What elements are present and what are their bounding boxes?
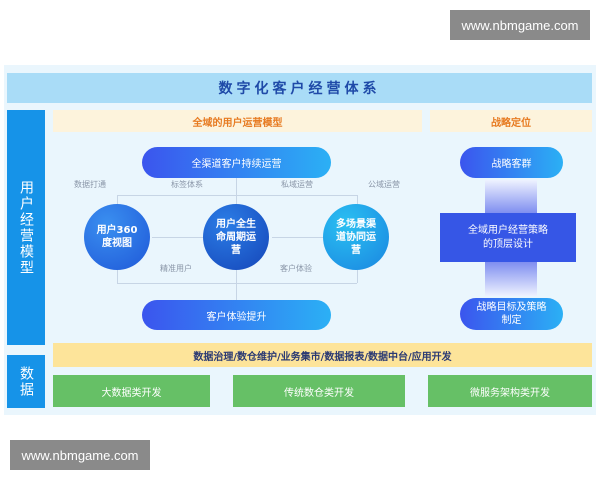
- circle-360-view: 用户360度视图: [84, 204, 150, 270]
- arrow-middle-right: [272, 237, 324, 238]
- box-bigdata: 大数据类开发: [53, 375, 210, 407]
- data-services-bar: 数据治理/数仓维护/业务集市/数据报表/数据中台/应用开发: [53, 343, 592, 367]
- connector-top: [117, 195, 357, 196]
- diagram-title: 数字化客户经营体系: [7, 73, 592, 103]
- pill-strategic-group: 战略客群: [460, 147, 563, 178]
- circle-multichannel: 多场景渠道协同运营: [323, 204, 389, 270]
- label-tag: 标签体系: [171, 179, 203, 189]
- watermark-top: www.nbmgame.com: [450, 10, 590, 40]
- arrow-left-middle: [152, 237, 204, 238]
- connector-top-left: [117, 195, 118, 205]
- label-public: 公域运营: [368, 179, 400, 189]
- strategy-design-box: 全域用户经营策略的顶层设计: [440, 213, 576, 262]
- model-header: 全域的用户运营模型: [53, 110, 422, 132]
- box-traditional-dw: 传统数仓类开发: [233, 375, 405, 407]
- side-label-model: 用户经营模型: [7, 110, 45, 345]
- funnel-top: [485, 180, 537, 213]
- pill-omnichannel: 全渠道客户持续运营: [142, 147, 331, 178]
- box-microservice: 微服务架构类开发: [428, 375, 592, 407]
- label-data: 数据打通: [74, 179, 106, 189]
- side-label-data: 数据: [7, 355, 45, 408]
- connector-bottom-left: [117, 268, 118, 283]
- connector-top-right: [357, 195, 358, 205]
- strategy-header: 战略定位: [430, 110, 592, 132]
- label-cx: 客户体验: [280, 263, 312, 273]
- circle-lifecycle: 用户全生命周期运营: [203, 204, 269, 270]
- connector-bottom: [117, 283, 357, 284]
- watermark-bottom: www.nbmgame.com: [10, 440, 150, 470]
- pill-experience: 客户体验提升: [142, 300, 331, 330]
- pill-strategy-goals: 战略目标及策略制定: [460, 298, 563, 330]
- label-precise: 精准用户: [160, 263, 192, 273]
- label-private: 私域运营: [281, 179, 313, 189]
- connector-bottom-right: [357, 268, 358, 283]
- funnel-bottom: [485, 262, 537, 296]
